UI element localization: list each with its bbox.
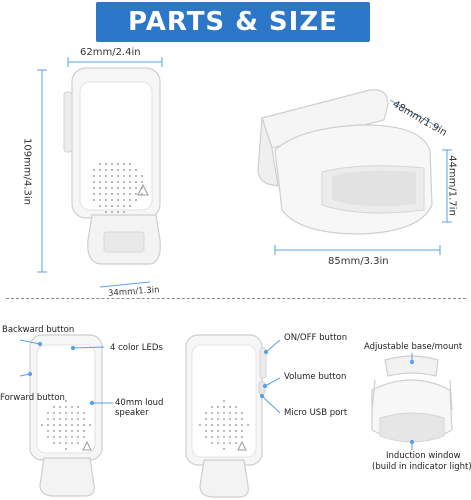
sensor-height-dimension-line [442,149,452,223]
title-banner: PARTS & SIZE [96,2,370,42]
sensor-height-label: 44mm/1.7in [446,155,458,216]
sensor-width-label: 85mm/3.3in [328,256,389,267]
receiver-speaker-grill [93,163,143,213]
volume-button-label: Volume button [284,372,347,382]
parts-illustration [19,334,453,498]
receiver-width-label: 62mm/2.4in [80,47,141,58]
page-title: PARTS & SIZE [128,7,338,37]
color-leds-label: 4 color LEDs [110,343,163,353]
receiver-side-device [185,334,267,498]
receiver-depth-dimension-line [99,281,151,288]
receiver-width-dimension-line [67,57,163,67]
receiver-height-label: 109mm/4.3in [21,138,33,205]
sensor-depth-dimension-line [389,99,441,129]
micro-usb-label: Micro USB port [284,408,348,418]
forward-button-label: Forward button [0,393,65,403]
section-divider [6,298,466,299]
speaker-label: 40mm loud speaker [115,398,164,418]
receiver-dimension-illustration [37,57,452,288]
motion-sensor-device [257,89,433,235]
motion-sensor-front-device [371,355,453,443]
receiver-device [63,67,161,265]
induction-window-label: Induction window [386,451,461,461]
induction-window-note: (build in indicator light) [372,462,471,472]
receiver-front-device [29,334,103,497]
on-off-button-label: ON/OFF button [284,333,348,343]
receiver-height-dimension-line [37,69,47,273]
adjustable-base-label: Adjustable base/mount [364,342,463,352]
sensor-width-dimension-line [274,245,441,255]
backward-button-label: Backward button [2,325,75,335]
